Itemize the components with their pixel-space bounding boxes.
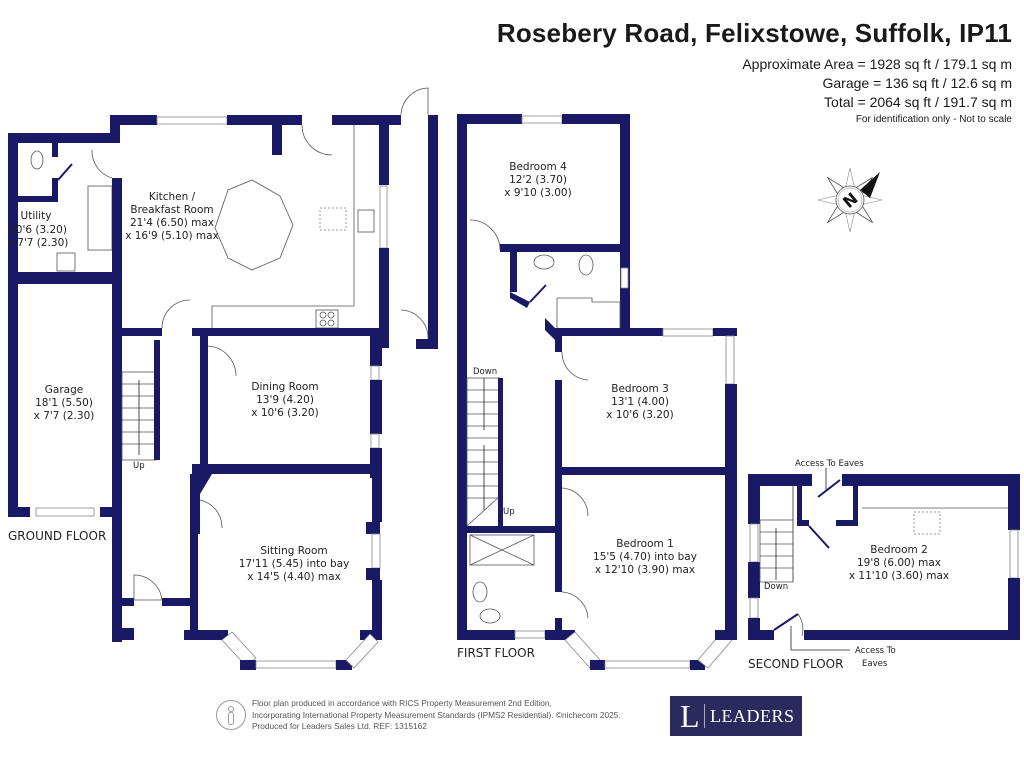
bedroom2-dim1: 19'8 (6.00) max — [857, 557, 941, 569]
logo-name: LEADERS — [710, 706, 795, 726]
first-stairs-up-label: Up — [503, 507, 515, 517]
ground-stairs-up-label: Up — [133, 461, 145, 471]
logo-divider — [704, 704, 705, 728]
bedroom1-dim2: x 12'10 (3.90) max — [595, 564, 695, 576]
bedroom2-label: Bedroom 2 — [870, 544, 928, 556]
utility-dim2: x 7'7 (2.30) — [8, 237, 69, 249]
dining-dim2: x 10'6 (3.20) — [251, 407, 318, 419]
garage-dim1: 18'1 (5.50) — [35, 397, 93, 409]
bedroom2-dim2: x 11'10 (3.60) max — [849, 570, 949, 582]
utility-dim1: 10'6 (3.20) — [9, 224, 67, 236]
bedroom4-dim2: x 9'10 (3.00) — [504, 187, 571, 199]
dining-dim1: 13'9 (4.20) — [256, 394, 314, 406]
eaves-access-bottom-label-2: Eaves — [862, 659, 888, 669]
bedroom4-label: Bedroom 4 — [509, 161, 567, 173]
footer-text: Floor plan produced in accordance with R… — [252, 698, 621, 733]
person-scale-icon — [216, 700, 246, 730]
second-stairs — [759, 486, 794, 583]
first-stairs — [466, 377, 503, 529]
first-stairs-down-label: Down — [473, 367, 497, 377]
garage-area: Garage = 136 sq ft / 12.6 sq m — [822, 75, 1013, 91]
kitchen-label-2: Breakfast Room — [130, 204, 213, 216]
second-floor-plan — [748, 468, 1020, 651]
sitting-label: Sitting Room — [260, 545, 327, 557]
second-floor-label: SECOND FLOOR — [748, 657, 843, 671]
eaves-access-top-label: Access To Eaves — [795, 459, 864, 469]
footer-line-1: Floor plan produced in accordance with R… — [252, 698, 552, 708]
kitchen-dim2: x 16'9 (5.10) max — [125, 230, 219, 242]
kitchen-dim1: 21'4 (6.50) max — [130, 217, 214, 229]
first-floor-label: FIRST FLOOR — [457, 646, 535, 660]
area-summary: Approximate Area = 1928 sq ft / 179.1 sq… — [742, 55, 1012, 112]
dining-label: Dining Room — [251, 381, 318, 393]
total-area: Total = 2064 sq ft / 191.7 sq m — [824, 94, 1012, 110]
bedroom4-dim1: 12'2 (3.70) — [509, 174, 567, 186]
bedroom3-dim1: 13'1 (4.00) — [611, 396, 669, 408]
leaders-logo: L LEADERS — [670, 696, 802, 736]
utility-label: Utility — [21, 210, 52, 222]
bedroom3-label: Bedroom 3 — [611, 383, 669, 395]
property-title: Rosebery Road, Felixstowe, Suffolk, IP11 — [496, 18, 1012, 48]
footer-line-2: Incorporating International Property Mea… — [252, 709, 621, 720]
approximate-area: Approximate Area = 1928 sq ft / 179.1 sq… — [742, 56, 1012, 72]
kitchen-label-1: Kitchen / — [149, 191, 196, 203]
sitting-dim2: x 14'5 (4.40) max — [247, 571, 341, 583]
footer-line-3: Produced for Leaders Sales Ltd. REF: 131… — [252, 721, 427, 731]
second-stairs-down-label: Down — [764, 582, 788, 592]
ground-floor-plan — [8, 87, 438, 670]
sitting-dim1: 17'11 (5.45) into bay — [239, 558, 350, 570]
disclaimer-note: For identification only - Not to scale — [855, 114, 1012, 125]
first-floor-plan — [457, 114, 737, 670]
footer-disclaimer: Floor plan produced in accordance with R… — [216, 698, 656, 734]
north-compass-icon: N — [817, 167, 883, 233]
ground-stairs — [121, 340, 160, 461]
ground-floor-label: GROUND FLOOR — [8, 529, 106, 543]
garage-label: Garage — [45, 384, 83, 396]
eaves-access-bottom-label-1: Access To — [855, 646, 896, 656]
bedroom1-label: Bedroom 1 — [616, 538, 674, 550]
bedroom3-dim2: x 10'6 (3.20) — [606, 409, 673, 421]
logo-letter: L — [680, 698, 700, 734]
bedroom1-dim1: 15'5 (4.70) into bay — [593, 551, 697, 563]
garage-dim2: x 7'7 (2.30) — [34, 410, 95, 422]
